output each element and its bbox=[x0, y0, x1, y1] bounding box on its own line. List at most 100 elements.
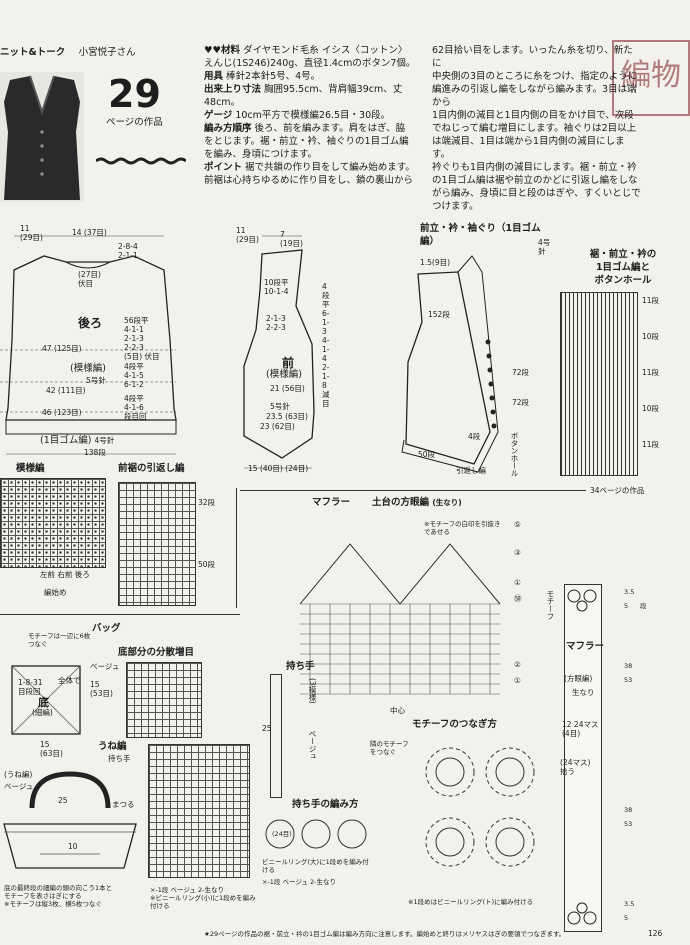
bag-base2: (細編) bbox=[32, 708, 53, 717]
muffler-ref: 34ページの作品 bbox=[590, 486, 645, 495]
muffler-color: 生なり bbox=[572, 688, 595, 697]
hiki-dan2: 50段 bbox=[198, 560, 216, 569]
muffler-strip-box bbox=[564, 584, 602, 932]
vest-photo bbox=[0, 72, 84, 202]
instr-line: を編み、身頃につけます。 bbox=[204, 149, 318, 160]
footer-page: 126 bbox=[648, 929, 663, 938]
muffler-motif-note: ※モチーフの白印を引抜きであせる bbox=[424, 520, 501, 536]
moyou-start: 編始め bbox=[44, 588, 67, 597]
handle-legend-text: (24目) bbox=[272, 830, 292, 838]
muffler-base: 土台の方眼編 (生なり) bbox=[372, 497, 462, 508]
muffler-motif: モチーフ bbox=[546, 590, 555, 620]
rib-grid bbox=[560, 292, 638, 476]
rib-row-3: 10段 bbox=[642, 404, 660, 413]
instr-line: つけます。 bbox=[432, 201, 479, 212]
moyou-title: 模様編 bbox=[16, 463, 45, 474]
bag-base: 底 bbox=[38, 696, 49, 709]
back-width2: 42 (111目) bbox=[46, 386, 86, 395]
band-label-4: 4段 bbox=[468, 432, 481, 441]
page-caption: ページの作品 bbox=[106, 117, 163, 128]
instructions-col2: 62目拾い目をします。いったん糸を切り、新たに 中央側の3目のところに糸をつけ、… bbox=[432, 44, 642, 213]
muffler-center: 中心 bbox=[390, 706, 405, 715]
front-needle: 5号針 bbox=[270, 402, 290, 411]
motif-join-note: 隣のモチーフをつなぐ bbox=[370, 740, 409, 756]
muffler-c4: ② bbox=[514, 660, 521, 669]
back-pattern: (模様編) bbox=[70, 363, 106, 374]
muffler-dim-2: 38 bbox=[624, 662, 633, 670]
band-title: 前立・衿・袖ぐり（1目ゴム編） bbox=[420, 223, 541, 247]
instr-line: ♥♥材料 ダイヤモンド毛糸 イシス〈コットン〉 bbox=[204, 45, 408, 56]
hikikaeshi-chart bbox=[118, 482, 196, 606]
header-magazine: ニット&トーク 小宮悦子さん bbox=[0, 46, 136, 59]
muffler-c3: ㊿ bbox=[514, 594, 522, 603]
muffler-name: マフラー bbox=[566, 641, 605, 652]
rib-chart: 裾・前立・衿の 1目ゴム編と ボタンホール 11段 10段 11段 10段 11… bbox=[554, 248, 690, 478]
handle-ring-note: ビニールリング(大)に1段めを編み付ける bbox=[262, 858, 369, 874]
bag-motif-chart bbox=[148, 744, 250, 878]
rib-row-2: 11段 bbox=[642, 368, 660, 377]
band-hiki: 引返し編 bbox=[456, 466, 486, 475]
cord-sample bbox=[95, 150, 187, 165]
stamp-text: 編物 bbox=[621, 58, 681, 93]
moyou-chart bbox=[0, 478, 106, 568]
instr-line: 1目内側の減目と1目内側の目をかけ目で、次段 bbox=[432, 110, 634, 121]
bag-mochite-small: 持ち手 bbox=[108, 754, 131, 763]
divider-top-muffler bbox=[240, 490, 586, 491]
muffler-dim-3: 53 bbox=[624, 676, 633, 684]
muffler-strip: モチーフ マフラー (方眼編) 生なり 12 24マス(4目) (24マス)拾う… bbox=[546, 584, 686, 934]
muffler-c0: ⑤ bbox=[514, 520, 521, 529]
handle-legend3: ×-1段 ベージュ 2-生なり bbox=[262, 878, 336, 886]
bag-dim1: 15(53目) bbox=[90, 680, 113, 698]
back-bottom: 138段 bbox=[84, 448, 106, 457]
bag-beige: ベージュ bbox=[90, 662, 120, 671]
motif-join-title: モチーフのつなぎ方 bbox=[412, 719, 497, 730]
moyou-labels: 左前 右前 後ろ bbox=[40, 570, 90, 579]
band-needle: 4号針 bbox=[538, 238, 551, 256]
rib-row-1: 10段 bbox=[642, 332, 660, 341]
bag-zenbu: 全体で bbox=[58, 676, 81, 685]
band-label-1: 152段 bbox=[428, 310, 450, 319]
front-top: 11(29目) bbox=[236, 226, 259, 244]
band-label-5: 50段 bbox=[418, 450, 436, 459]
front-width2: 23.5 (63目) bbox=[266, 412, 308, 421]
muffler-dim-unit: 段 bbox=[640, 602, 647, 610]
muffler-name2: (方眼編) bbox=[564, 674, 593, 683]
instr-line: でねじって編む増目にします。袖ぐりは2目以上 bbox=[432, 123, 637, 134]
instr-line: がら編み、身頃に目と段のはぎや、すくいとじで bbox=[432, 188, 641, 199]
instr-line: の1目ゴム編は裾や前立のかどに引返し編をしな bbox=[432, 175, 638, 186]
instr-line: ゲージ 10cm平方で模様編26.5目・30段。 bbox=[204, 110, 391, 121]
back-title: 後ろ bbox=[78, 316, 103, 330]
muffler-dim-0: 3.5 bbox=[624, 588, 635, 596]
front-neck-width: 7(19目) bbox=[280, 230, 303, 248]
footer-note: ★29ページの作品の裾・前立・衿の1目ゴム編は編み方向に注意します。編始めと終り… bbox=[204, 930, 566, 938]
back-rib: (1目ゴム編) 4号針 bbox=[40, 435, 115, 446]
bag-maturo: まつる bbox=[112, 800, 135, 809]
back-width1: 47 (125目) bbox=[42, 344, 82, 353]
back-needle: 5号針 bbox=[86, 376, 106, 385]
bag-dim3: 15(63目) bbox=[40, 740, 63, 758]
front-pattern: (模様編) bbox=[266, 369, 302, 380]
muffler-dim-7: 5 bbox=[624, 914, 629, 922]
front-bottom: 23 (62目) bbox=[260, 422, 295, 431]
hiki-dan: 32段 bbox=[198, 498, 216, 507]
bag-section: バッグ モチーフは一辺に6枚つなぐ 底部分の分散増目 底 (細編) 1-8-31… bbox=[0, 618, 260, 928]
rib-chart-title: 裾・前立・衿の 1目ゴム編と ボタンホール bbox=[589, 249, 657, 286]
handle-dim: 25 bbox=[262, 724, 272, 733]
muffler-dim-5: 53 bbox=[624, 820, 633, 828]
magazine-name: ニット&トーク bbox=[0, 47, 66, 58]
instr-line: 編進みの引返し編をしながら編みます。3目は端から bbox=[432, 84, 637, 108]
bag-base-title: 底部分の分散増目 bbox=[118, 647, 195, 658]
instr-line: をとじます。裾・前立・衿、袖ぐりの1目ゴム編 bbox=[204, 136, 409, 147]
hikikaeshi-title: 前裾の引返し編 bbox=[118, 463, 185, 474]
muffler-title: マフラー bbox=[312, 497, 351, 508]
motif-join: モチーフのつなぎ方 隣のモチーフをつなぐ ※1段めはビニールリング(ト)に編み付… bbox=[370, 718, 550, 918]
back-top-width: 11(29目) bbox=[20, 224, 43, 242]
instr-line: えんじ(1S246)240g、直径1.4cmのボタン7個。 bbox=[204, 58, 416, 69]
bag-title: バッグ bbox=[92, 623, 121, 634]
